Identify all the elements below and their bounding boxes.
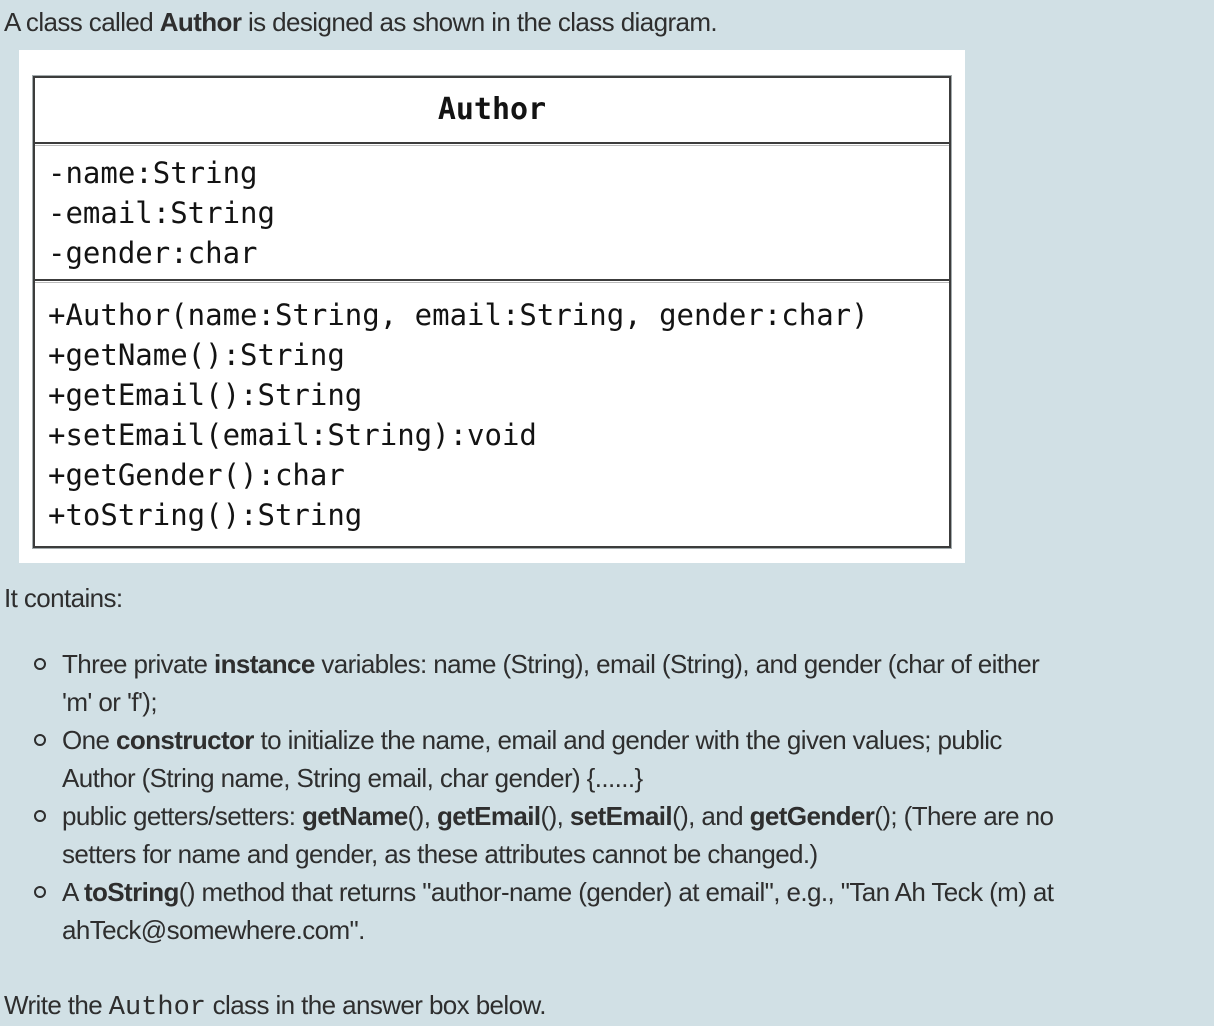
bullet-list: Three private instance variables: name (… (4, 645, 1214, 949)
list-item: One constructor to initialize the name, … (4, 721, 1214, 797)
closing-text: Write the Author class in the answer box… (4, 989, 1214, 1024)
bullet-circle-icon (34, 658, 46, 670)
list-item-text: Three private instance variables: name (… (62, 649, 1040, 717)
list-item-text: A toString() method that returns "author… (62, 877, 1054, 945)
uml-method: +getEmail():String (48, 378, 363, 412)
uml-method: +toString():String (48, 498, 363, 532)
bullet-circle-icon (34, 886, 46, 898)
contains-heading: It contains: (4, 583, 123, 613)
uml-method: +getGender():char (48, 458, 345, 492)
bullet-circle-icon (34, 734, 46, 746)
uml-method: +getName():String (48, 338, 345, 372)
list-item-text: One constructor to initialize the name, … (62, 725, 1002, 793)
uml-method: +setEmail(email:String):void (48, 418, 537, 452)
list-item: A toString() method that returns "author… (4, 873, 1214, 949)
methods-compartment: +Author(name:String, email:String, gende… (35, 282, 949, 546)
class-diagram: Author -name:String -email:String -gende… (32, 75, 952, 549)
fields-compartment: -name:String -email:String -gender:char (35, 145, 949, 279)
list-item-text: public getters/setters: getName(), getEm… (62, 801, 1054, 869)
compartment-divider (35, 279, 949, 282)
compartment-divider (35, 142, 949, 145)
class-diagram-card: Author -name:String -email:String -gende… (19, 50, 965, 563)
list-item: public getters/setters: getName(), getEm… (4, 797, 1214, 873)
intro-text: A class called Author is designed as sho… (4, 7, 1214, 38)
inline-code-author: Author (108, 993, 206, 1023)
bullet-circle-icon (34, 810, 46, 822)
diagram-class-name: Author (437, 92, 547, 127)
closing-segment: class in the answer box below. (206, 990, 547, 1020)
intro-class-name: Author (159, 7, 242, 37)
intro-segment: A class called (4, 7, 160, 37)
uml-field: -email:String (48, 196, 275, 230)
uml-field: -name:String (48, 156, 258, 190)
uml-field: -gender:char (48, 236, 258, 270)
uml-method: +Author(name:String, email:String, gende… (48, 298, 869, 332)
closing-segment: Write the (4, 990, 109, 1020)
intro-segment: is designed as shown in the class diagra… (241, 7, 718, 37)
list-item: Three private instance variables: name (… (4, 645, 1214, 721)
